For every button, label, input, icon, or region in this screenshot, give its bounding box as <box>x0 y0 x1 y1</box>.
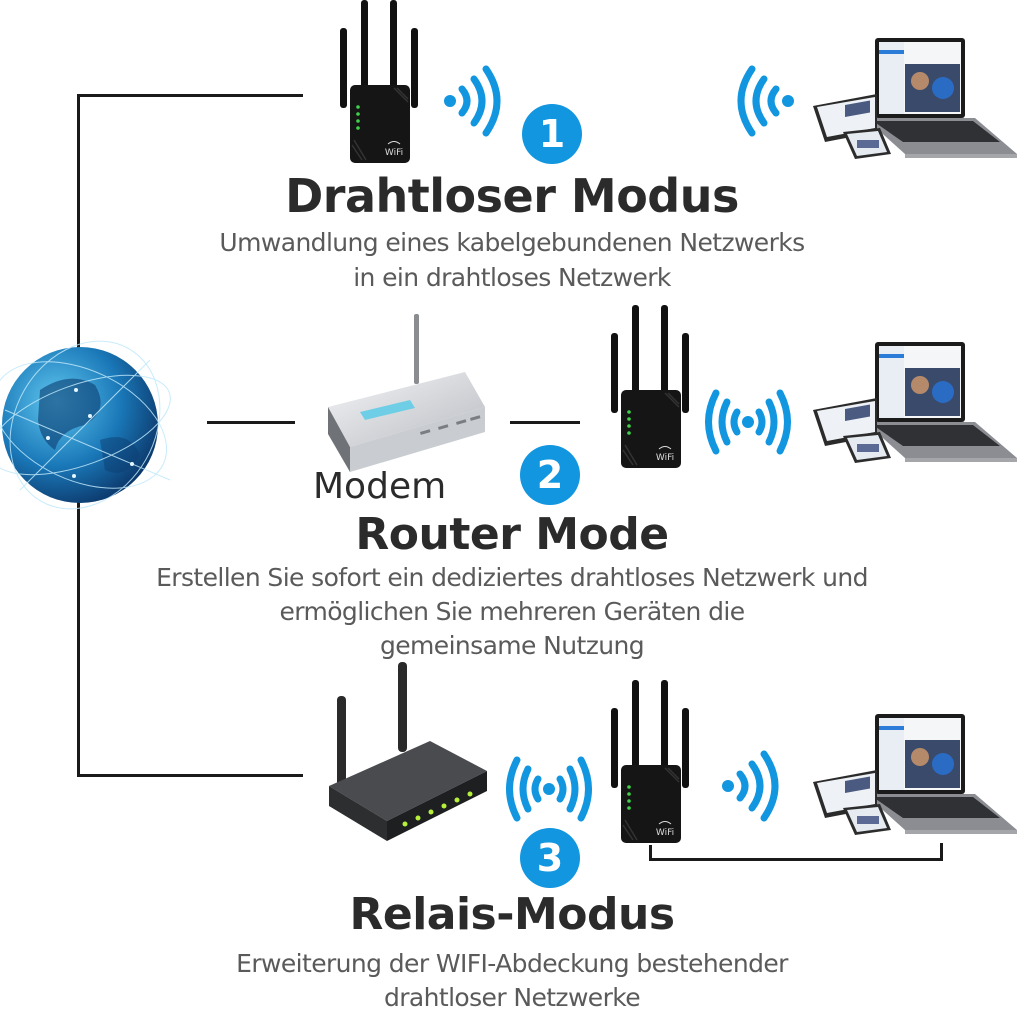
globe-icon <box>0 340 171 510</box>
mode-2-description-line-2: ermöglichen Sie mehreren Geräten die <box>279 597 745 626</box>
wifi-extender-icon <box>605 305 695 470</box>
mode-1-description-line-1: Umwandlung eines kabelgebundenen Netzwer… <box>219 228 805 257</box>
devices-icon <box>805 340 1020 465</box>
mode-3-description-line-1: Erweiterung der WIFI-Abdeckung bestehend… <box>236 949 788 978</box>
wifi-broadcast-icon <box>705 389 791 455</box>
connector-globe-to-modem <box>207 421 295 424</box>
connector-modem-to-extender-2 <box>510 421 580 424</box>
mode-3-description-line-2: drahtloser Netzwerke <box>383 983 641 1012</box>
router-icon <box>329 662 487 841</box>
mode-2-description-line-1: Erstellen Sie sofort ein dediziertes dra… <box>156 563 868 592</box>
wifi-signal-left-icon <box>737 65 794 137</box>
wifi-signal-right-icon <box>722 750 779 822</box>
wifi-extender-icon <box>334 0 424 165</box>
wifi-broadcast-icon <box>506 756 592 822</box>
wifi-signal-right-icon <box>444 65 501 137</box>
mode-3-title: Relais-Modus <box>349 889 675 940</box>
mode-2-description-line-3: gemeinsame Nutzung <box>379 631 645 660</box>
devices-icon <box>805 712 1020 837</box>
connector-to-extender-1 <box>77 94 303 97</box>
connector-to-router-3 <box>77 774 303 777</box>
mode-1-title: Drahtloser Modus <box>285 169 739 223</box>
mode-2-number-badge: 2 <box>520 445 580 505</box>
mode-1-description-line-2: in ein drahtloses Netzwerk <box>353 263 671 292</box>
modem-icon <box>328 314 485 472</box>
mode-3-number-badge: 3 <box>520 828 580 888</box>
connector-extender-3-down <box>649 845 652 861</box>
devices-icon <box>805 36 1020 161</box>
wifi-extender-icon <box>605 680 695 845</box>
mode-1-number-badge: 1 <box>522 104 582 164</box>
mode-2-title: Router Mode <box>355 509 669 560</box>
connector-extender-3-bottom <box>649 858 943 861</box>
modem-label: Modem <box>313 466 447 507</box>
connector-laptop-3-up <box>940 843 943 861</box>
